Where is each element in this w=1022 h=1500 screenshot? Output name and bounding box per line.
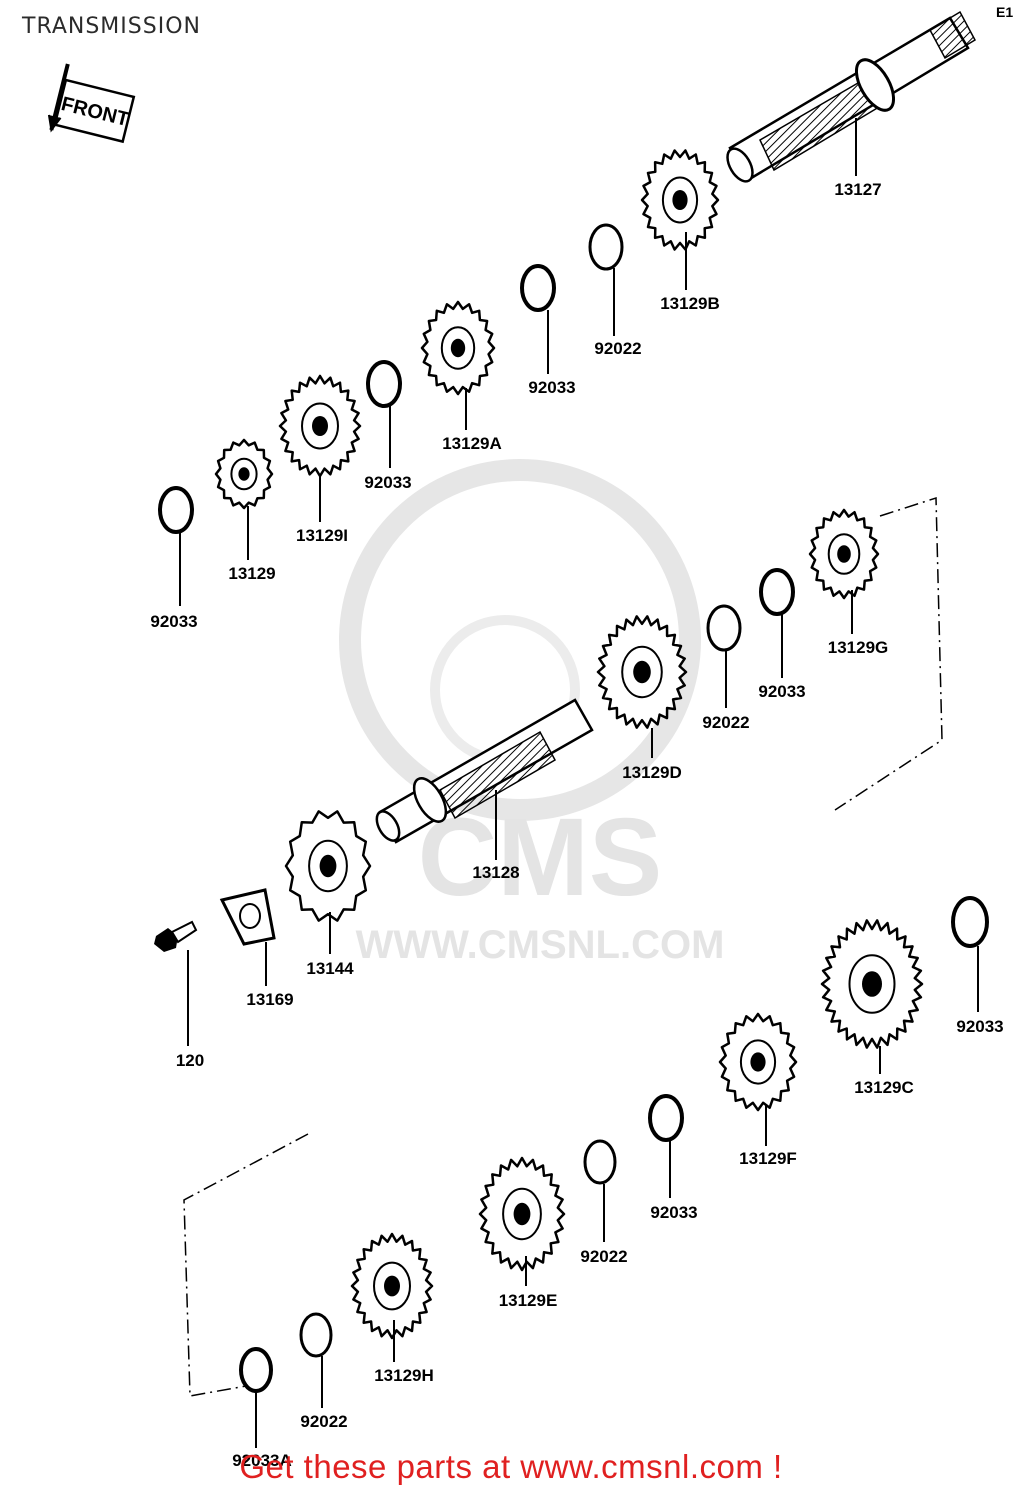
part-label-13129B: 13129B: [660, 294, 720, 313]
part-label-92033-a: 92033: [528, 378, 575, 397]
part-label-13129E: 13129E: [499, 1291, 558, 1310]
circlips: [158, 223, 989, 1393]
part-label-13129: 13129: [228, 564, 275, 583]
sprocket-13144: [284, 810, 372, 922]
gear-13129A: [420, 300, 496, 396]
part-label-13129H: 13129H: [374, 1366, 434, 1385]
gear-13129H: [350, 1232, 434, 1340]
gear-13129D: [596, 615, 688, 729]
circlip-92033-b: [366, 360, 402, 408]
bolt: [154, 920, 198, 952]
gears-layer: [214, 149, 924, 1340]
watermark: CMS WWW.CMSNL.COM: [339, 459, 725, 967]
shop-link[interactable]: Get these parts at www.cmsnl.com !: [239, 1448, 783, 1485]
part-label-13144: 13144: [306, 959, 354, 978]
washer-92022-low: [583, 1139, 617, 1185]
washer-92022-mid: [706, 604, 742, 652]
circlip-92033-a: [520, 264, 556, 312]
part-label-13169: 13169: [246, 990, 293, 1009]
part-label-92022-mid: 92022: [702, 713, 749, 732]
part-label-92022-top: 92022: [594, 339, 641, 358]
gear-13129G: [808, 508, 880, 600]
circlip-92033-f: [648, 1094, 684, 1142]
connection-lines: [183, 496, 943, 1397]
retainer-plate: [219, 888, 276, 946]
gear-13129E: [478, 1156, 566, 1272]
part-label-92033-d: 92033: [758, 682, 805, 701]
output-shaft: [726, 10, 976, 183]
drive-shaft: [375, 698, 594, 844]
circlip-92033-e: [951, 896, 989, 948]
washer-92022-bot: [299, 1312, 333, 1358]
part-label-92022-low: 92022: [580, 1247, 627, 1266]
diagram-code: E1: [996, 4, 1014, 20]
circlip-92033-d: [759, 568, 795, 616]
leader-lines: [179, 118, 979, 1448]
circlip-92033-c: [158, 486, 194, 534]
part-label-120: 120: [176, 1051, 204, 1070]
watermark-url-text: WWW.CMSNL.COM: [356, 923, 725, 967]
part-label-92022-bot: 92022: [300, 1412, 347, 1431]
gear-13129F: [718, 1012, 798, 1112]
part-label-13129G: 13129G: [828, 638, 889, 657]
diagram-title: TRANSMISSION: [22, 14, 201, 39]
gear-13129C: [820, 919, 924, 1049]
part-label-13129C: 13129C: [854, 1078, 914, 1097]
part-label-13129I: 13129I: [296, 526, 348, 545]
washer-92022-top: [588, 223, 624, 271]
watermark-ring: [339, 459, 701, 821]
part-label-13129D: 13129D: [622, 763, 682, 782]
front-marker: FRONT: [47, 63, 136, 144]
gear-13129I: [278, 374, 362, 478]
part-label-92033A: 92033A: [232, 1451, 292, 1470]
part-label-92033-b: 92033: [364, 473, 411, 492]
gear-13129: [214, 438, 274, 510]
part-label-92033-e: 92033: [956, 1017, 1003, 1036]
part-label-13129A: 13129A: [442, 434, 502, 453]
front-marker-label: FRONT: [59, 93, 131, 131]
part-label-13127: 13127: [834, 180, 881, 199]
part-label-13128: 13128: [472, 863, 519, 882]
part-label-92033-f: 92033: [650, 1203, 697, 1222]
part-label-13129F: 13129F: [739, 1149, 797, 1168]
circlip-92033A: [239, 1347, 273, 1393]
part-labels: 13127 13129B 92022 92033 13129A 92033 13…: [150, 180, 1003, 1470]
gear-13129B: [640, 149, 720, 251]
part-label-92033-c: 92033: [150, 612, 197, 631]
